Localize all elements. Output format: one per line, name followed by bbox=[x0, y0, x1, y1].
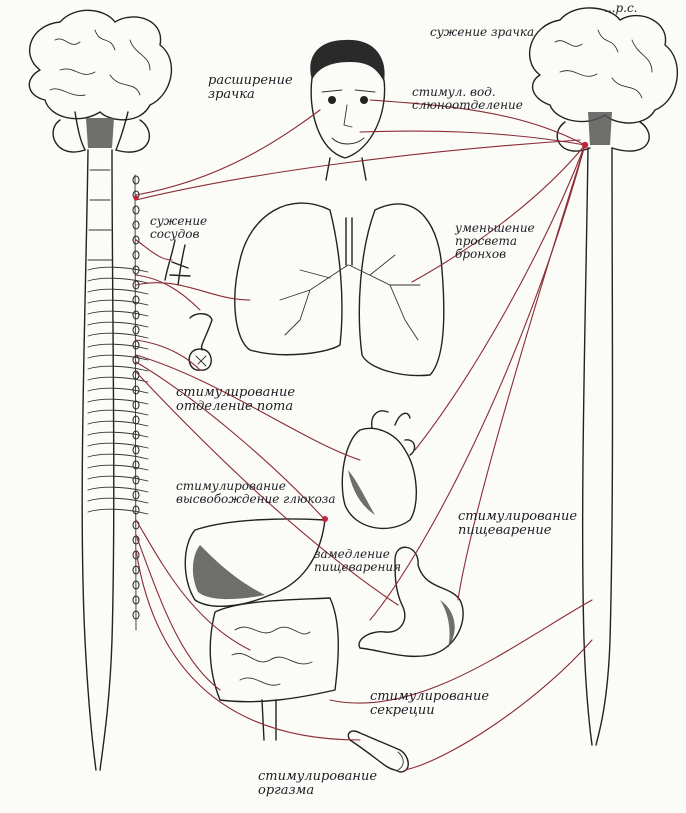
blood-vessel-drawing bbox=[165, 240, 190, 285]
label-glucose: стимулирование высвобождение глюкоза bbox=[176, 480, 336, 506]
label-bronchi: уменьшение просвета бронхов bbox=[455, 222, 535, 261]
corner-mark: ...р.с. bbox=[604, 2, 637, 15]
rib-line bbox=[88, 498, 148, 503]
rib-line bbox=[88, 322, 148, 327]
label-pupil-dilation: расширение зрачка bbox=[208, 74, 293, 102]
rib-line bbox=[88, 377, 148, 382]
label-sweat: стимулирование отделение пота bbox=[176, 386, 295, 414]
ganglion bbox=[133, 251, 139, 259]
label-digestion-stimulation: стимулирование пищеварение bbox=[458, 510, 577, 538]
left-spinal-cord bbox=[82, 150, 114, 770]
sympathetic-nerves bbox=[136, 110, 580, 740]
rib-line bbox=[88, 454, 148, 459]
rib-line bbox=[88, 487, 148, 492]
nerve-origin-markers bbox=[134, 142, 589, 522]
liver-drawing bbox=[185, 519, 325, 606]
parasympathetic-nerves bbox=[330, 100, 592, 770]
ganglion bbox=[133, 206, 139, 214]
rib-line bbox=[88, 333, 148, 338]
lungs-drawing bbox=[235, 203, 444, 376]
label-pupil-constriction: сужение зрачка bbox=[430, 26, 534, 39]
ganglion bbox=[133, 311, 139, 319]
ganglion bbox=[133, 221, 139, 229]
ganglion bbox=[133, 341, 139, 349]
label-secretion: стимулирование секреции bbox=[370, 690, 489, 718]
rib-line bbox=[88, 289, 148, 294]
left-brain bbox=[29, 10, 171, 152]
label-digestion-slowing: замедление пищеварения bbox=[314, 548, 401, 574]
genitals-drawing bbox=[348, 731, 408, 772]
label-salivation: стимул. вод. слюноотделение bbox=[412, 86, 523, 112]
sweat-gland-drawing bbox=[189, 314, 212, 370]
label-orgasm: стимулирование оргазма bbox=[258, 770, 377, 798]
ganglion bbox=[133, 326, 139, 334]
label-vasoconstriction: сужение сосудов bbox=[150, 215, 207, 241]
intestines-drawing bbox=[210, 598, 338, 740]
rib-line bbox=[88, 410, 148, 415]
ganglion bbox=[133, 176, 139, 184]
right-spinal-cord bbox=[583, 148, 613, 745]
heart-drawing bbox=[342, 411, 416, 529]
rib-line bbox=[88, 366, 148, 371]
sympathetic-chain bbox=[88, 175, 148, 630]
